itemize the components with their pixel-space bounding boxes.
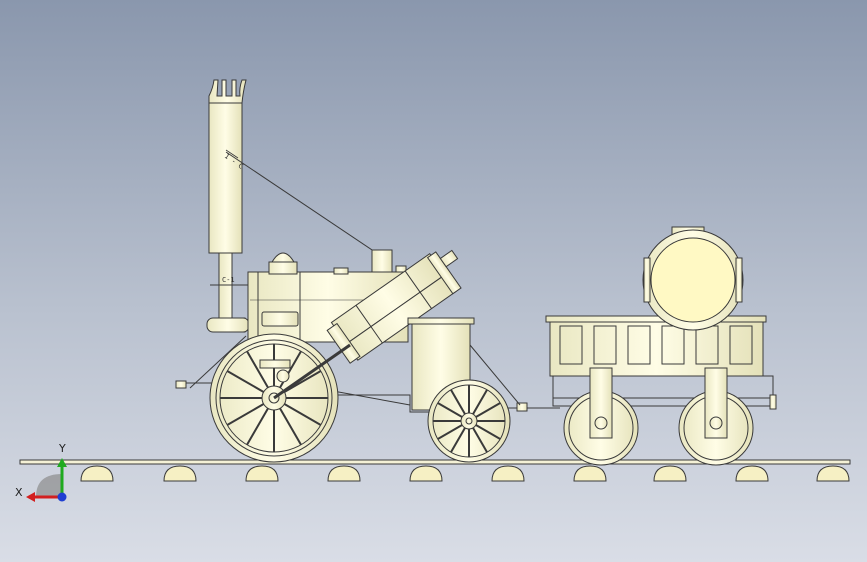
sleeper: [245, 465, 279, 482]
tender-wheel-rear: [678, 367, 754, 466]
cylinders: [326, 249, 462, 364]
sleeper: [816, 465, 850, 482]
axis-x-label: X: [15, 486, 23, 499]
sleeper: [327, 465, 361, 482]
sleeper: [80, 465, 114, 482]
tender[interactable]: [527, 226, 777, 466]
tender-wheel-front: [563, 367, 639, 466]
chimney-stay: [225, 151, 391, 263]
sleepers: [80, 465, 850, 482]
sleeper: [409, 465, 443, 482]
locomotive[interactable]: [175, 79, 528, 463]
sleeper: [163, 465, 197, 482]
rail: [19, 459, 851, 465]
connecting-rod: [259, 343, 351, 400]
axis-y-label: Y: [59, 442, 66, 455]
sleeper: [735, 465, 769, 482]
sleeper: [491, 465, 525, 482]
sleeper: [573, 465, 607, 482]
track: [19, 459, 851, 482]
chimney: [206, 79, 250, 333]
steam-dome: [268, 249, 407, 275]
sleeper: [653, 465, 687, 482]
axis-triad-icon: [26, 458, 67, 502]
trailing-wheel: [427, 379, 511, 463]
water-barrel: [642, 226, 744, 331]
chimney-mark: C-1: [222, 276, 235, 284]
